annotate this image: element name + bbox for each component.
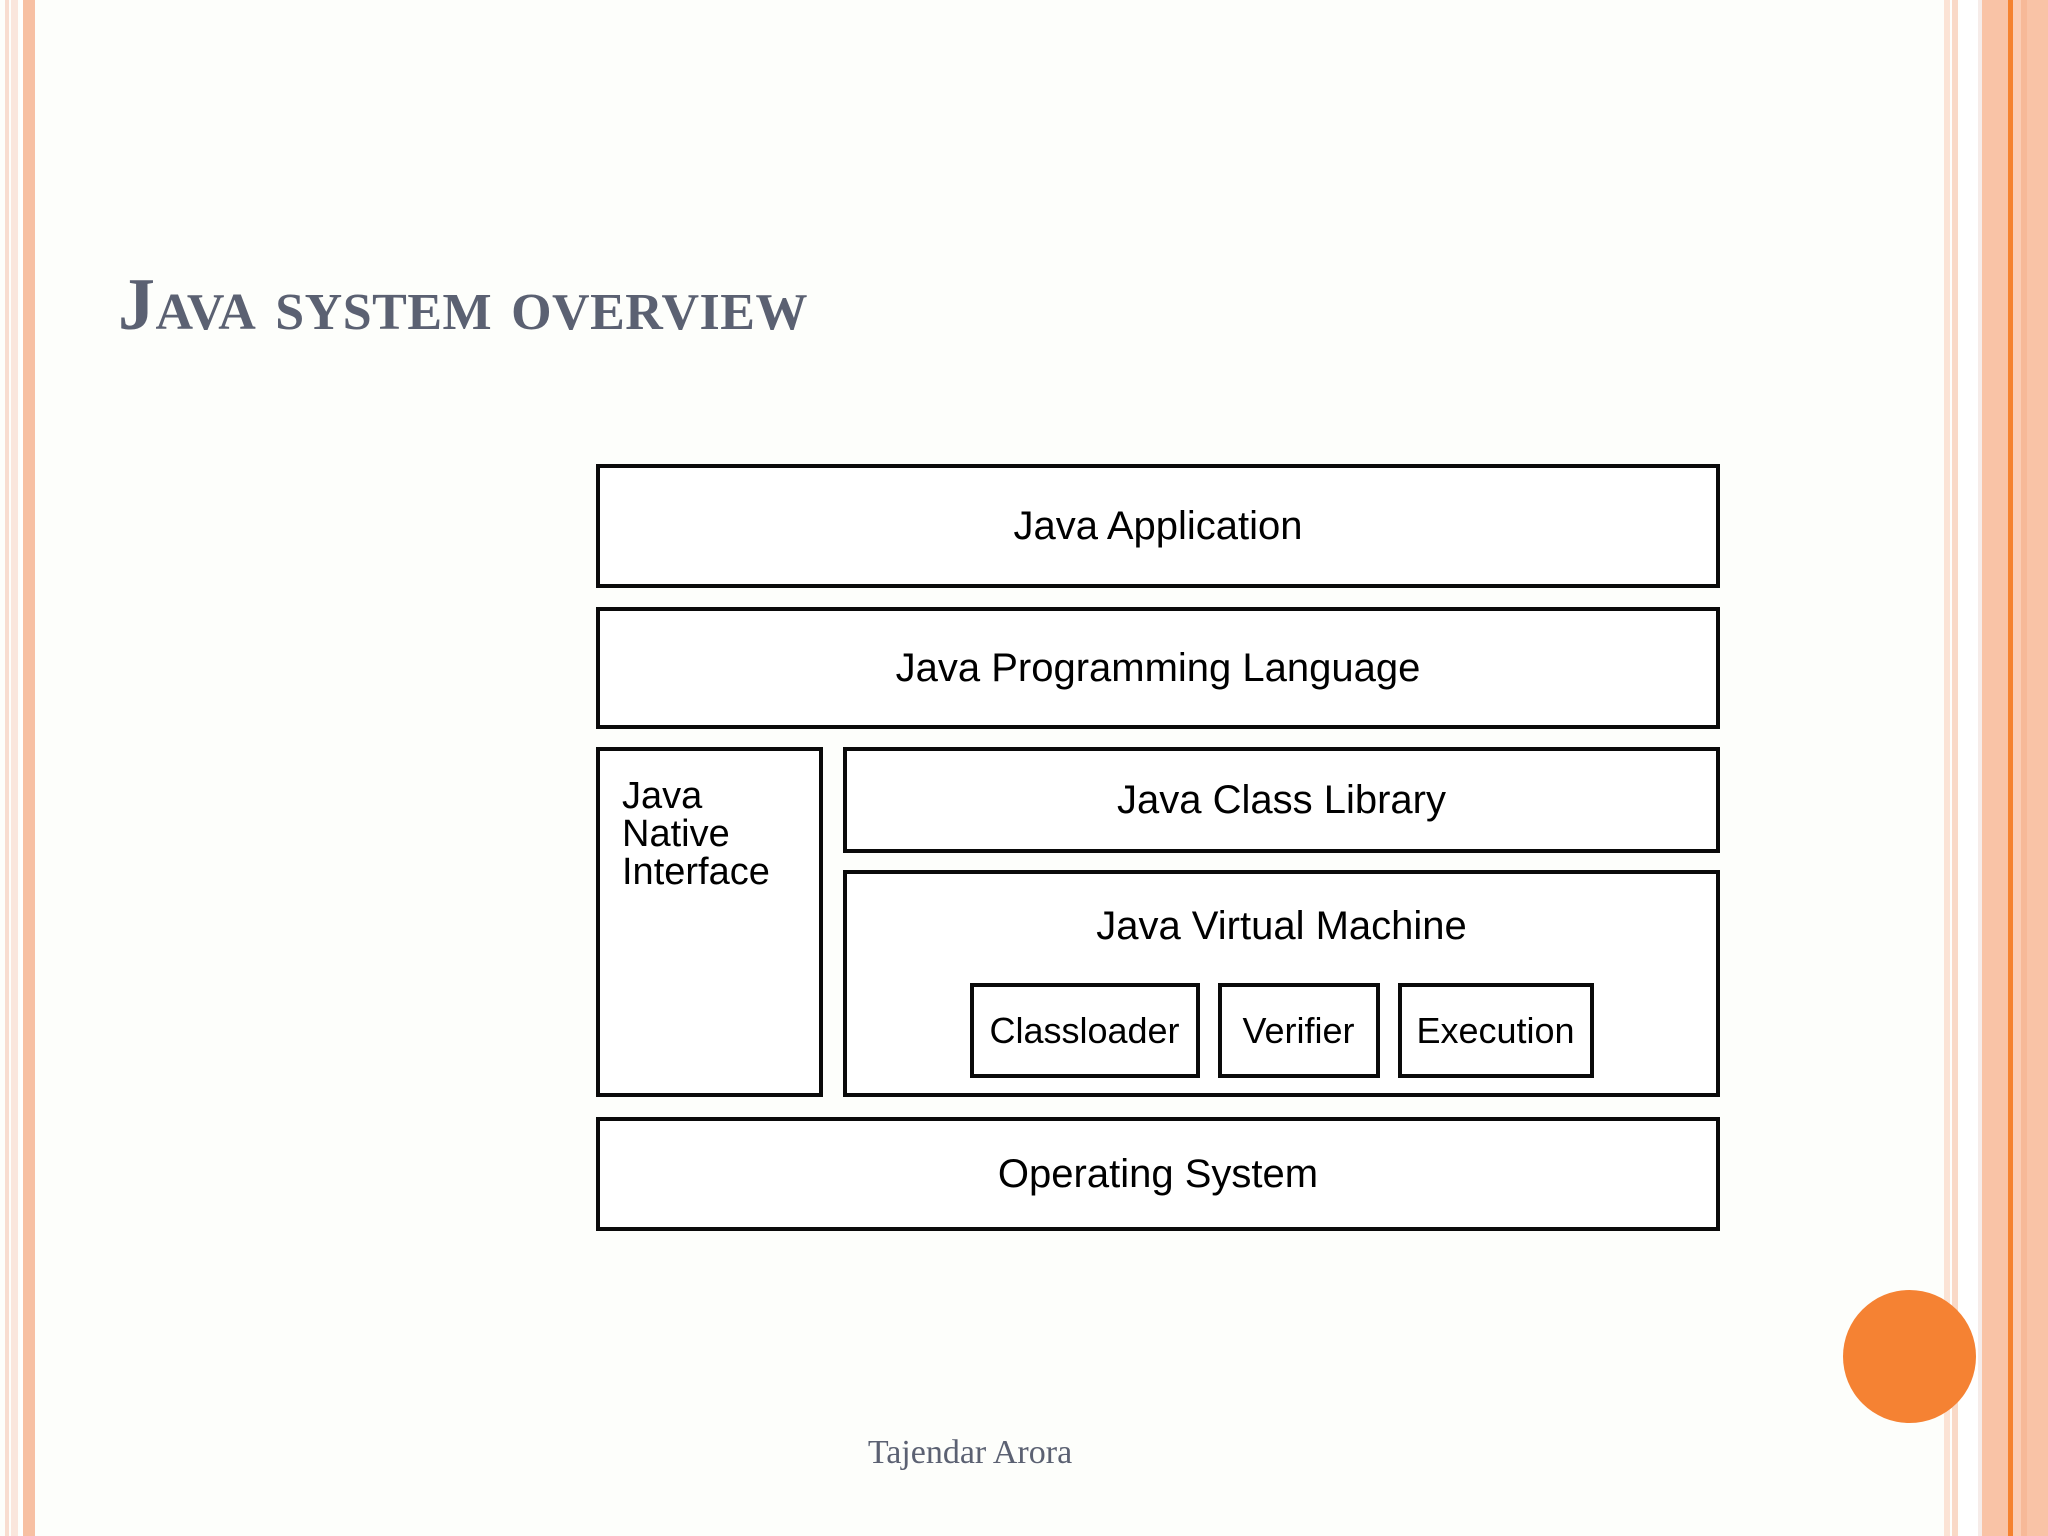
jni-label-line-1: Java bbox=[622, 775, 703, 817]
layer-java-programming-language: Java Programming Language bbox=[596, 607, 1720, 729]
jvm-component-label-verifier: Verifier bbox=[1242, 1009, 1355, 1051]
jvm-component-label-classloader: Classloader bbox=[989, 1009, 1180, 1051]
stripe-left-1 bbox=[5, 0, 9, 1536]
right-edge-stripes bbox=[1938, 0, 2048, 1536]
stripe-right-7 bbox=[2013, 0, 2021, 1536]
layer-label-java-class-library: Java Class Library bbox=[1116, 777, 1446, 822]
orange-circle-accent bbox=[1843, 1290, 1976, 1423]
jvm-component-classloader: Classloader bbox=[969, 983, 1200, 1078]
java-system-stack-diagram: Java Application Java Programming Langua… bbox=[596, 464, 1720, 1231]
middle-right-column: Java Class Library Java Virtual Machine … bbox=[843, 747, 1720, 1097]
stripe-right-5 bbox=[1982, 0, 2008, 1536]
layer-label-operating-system: Operating System bbox=[997, 1151, 1319, 1196]
layer-label-java-virtual-machine: Java Virtual Machine bbox=[1096, 904, 1467, 948]
layer-java-application: Java Application bbox=[596, 464, 1720, 588]
jvm-component-row: Classloader Verifier Execution bbox=[969, 983, 1594, 1078]
footer-author: Tajendar Arora bbox=[867, 1434, 1073, 1471]
layer-java-native-interface: Java Native Interface bbox=[596, 747, 823, 1097]
jvm-component-label-execution: Execution bbox=[1416, 1009, 1575, 1051]
layer-java-virtual-machine: Java Virtual Machine Classloader Verifie… bbox=[843, 870, 1720, 1097]
layer-java-class-library: Java Class Library bbox=[843, 747, 1720, 853]
jvm-component-verifier: Verifier bbox=[1217, 983, 1380, 1078]
stripe-left-2 bbox=[11, 0, 18, 1536]
stripe-right-3 bbox=[1960, 0, 1978, 1536]
layer-label-java-programming-language: Java Programming Language bbox=[895, 645, 1421, 690]
layer-operating-system: Operating System bbox=[596, 1117, 1720, 1231]
left-edge-stripes bbox=[0, 0, 40, 1536]
stripe-left-3 bbox=[20, 0, 23, 1536]
stripe-right-accent-line bbox=[2008, 0, 2013, 1536]
stripe-right-8 bbox=[2021, 0, 2027, 1536]
jni-label-line-3: Interface bbox=[622, 851, 770, 893]
stripe-left-4 bbox=[23, 0, 35, 1536]
middle-layer-row: Java Native Interface Java Class Library… bbox=[596, 747, 1720, 1097]
stripe-right-9 bbox=[2027, 0, 2048, 1536]
page-title: Java system overview bbox=[118, 263, 808, 346]
layer-label-java-application: Java Application bbox=[1013, 503, 1303, 548]
stripe-right-4 bbox=[1978, 0, 1982, 1536]
jvm-component-execution: Execution bbox=[1397, 983, 1594, 1078]
layer-label-java-native-interface: Java Native Interface bbox=[622, 777, 770, 891]
jni-label-line-2: Native bbox=[622, 813, 730, 855]
